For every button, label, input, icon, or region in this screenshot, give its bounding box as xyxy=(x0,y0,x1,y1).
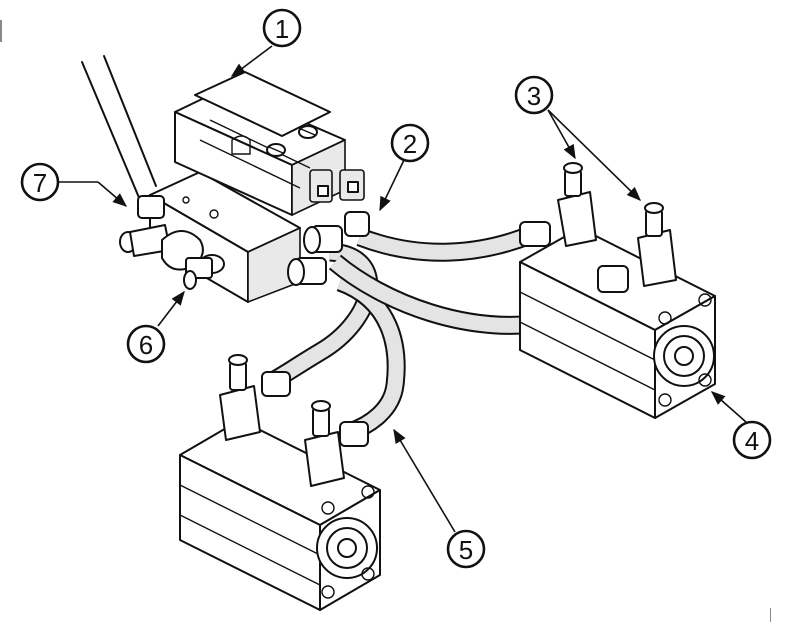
callout-1-number: 1 xyxy=(275,14,289,44)
callout-3: 3 xyxy=(514,75,554,115)
callout-2: 2 xyxy=(390,123,430,163)
callout-6: 6 xyxy=(126,324,166,364)
valve-body xyxy=(174,71,365,216)
callout-6-number: 6 xyxy=(139,330,153,360)
manifold-fittings xyxy=(119,195,370,290)
upper-cylinder xyxy=(519,227,716,419)
left-edge-mark xyxy=(0,20,2,42)
callout-5: 5 xyxy=(446,529,486,569)
callout-2-number: 2 xyxy=(403,129,417,159)
callout-1: 1 xyxy=(262,8,302,48)
lower-flow-controls xyxy=(219,354,369,487)
upper-flow-controls xyxy=(519,162,677,293)
callout-7: 7 xyxy=(20,162,60,202)
lower-cylinder xyxy=(179,419,381,611)
callout-3-number: 3 xyxy=(527,81,541,111)
right-edge-mark xyxy=(770,608,771,622)
callout-5-number: 5 xyxy=(459,535,473,565)
callout-4: 4 xyxy=(732,420,772,460)
callout-4-number: 4 xyxy=(745,426,759,456)
supply-air-lines xyxy=(81,55,157,201)
leader-lines xyxy=(58,45,747,533)
callout-7-number: 7 xyxy=(33,168,47,198)
